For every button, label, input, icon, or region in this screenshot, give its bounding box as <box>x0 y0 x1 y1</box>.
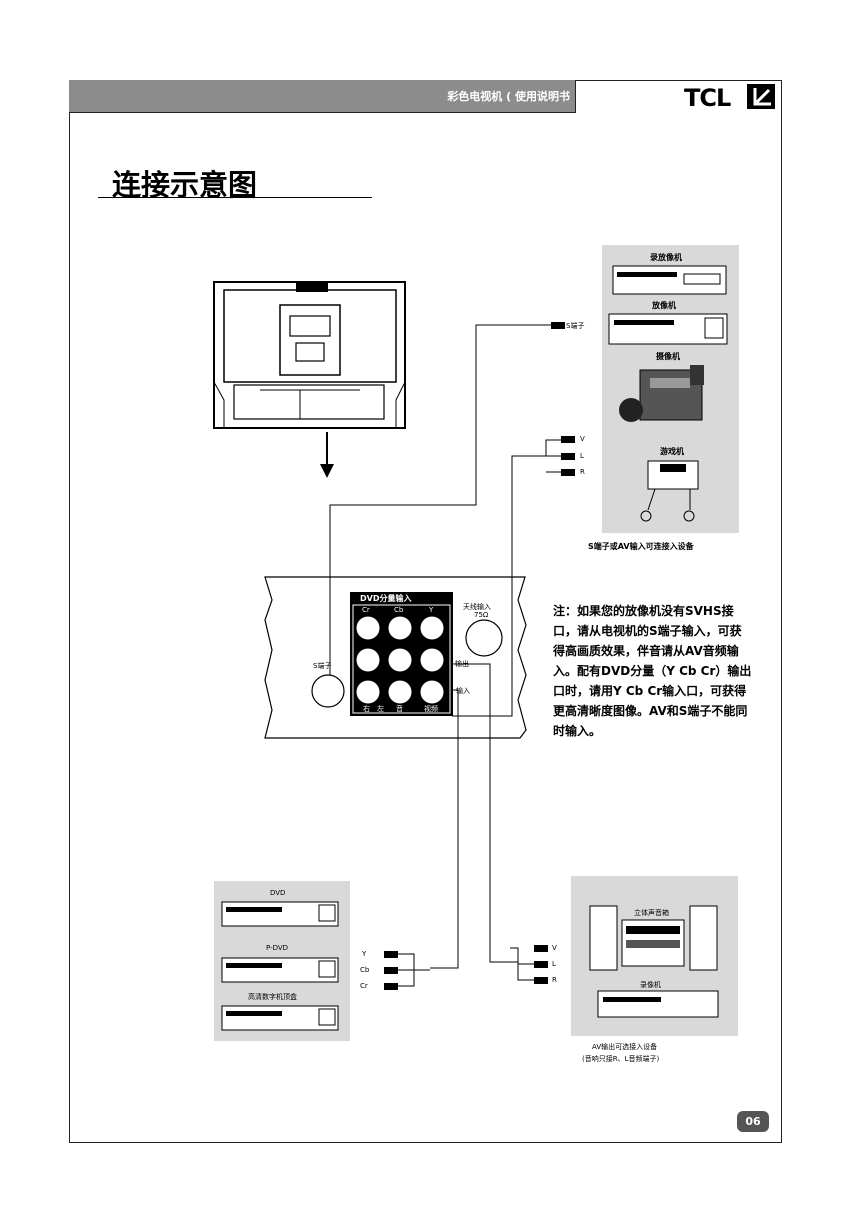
antenna-label: 天线输入 <box>463 603 491 611</box>
camcorder-label: 摄像机 <box>656 352 680 361</box>
left-audio-label: 左 <box>377 705 384 713</box>
input-label: 输入 <box>456 687 470 695</box>
dvd-input-title: DVD分量输入 <box>360 594 412 603</box>
cb-label: Cb <box>394 606 404 614</box>
component-cr-label: Cr <box>360 982 368 990</box>
pdvd-label: P-DVD <box>266 944 289 952</box>
right-audio-label: 右 <box>363 705 370 713</box>
recorder-label: 录像机 <box>640 981 661 989</box>
audio-caption-1: AV输出可选接入设备 <box>592 1043 658 1051</box>
brand-logo-icon <box>747 84 775 109</box>
video-label: 视频 <box>424 705 438 713</box>
tv-back-illustration <box>213 281 406 429</box>
source-r-label: R <box>580 468 585 476</box>
cr-label: Cr <box>362 606 370 614</box>
page-number: 06 <box>737 1111 769 1132</box>
s-terminal-label: S端子 <box>313 662 332 670</box>
stereo-label: 立体声音箱 <box>634 909 669 917</box>
antenna-ohm-label: 75Ω <box>474 611 489 619</box>
stb-label: 高清数字机顶盒 <box>248 993 297 1001</box>
video-player-label: 放像机 <box>652 301 676 310</box>
source-l-label: L <box>580 452 584 460</box>
brand-logo-text: TCL <box>684 84 731 112</box>
y-label: Y <box>429 606 434 614</box>
header-subtitle: 彩色电视机 ( 使用说明书 <box>447 90 570 103</box>
s-plug-label: S端子 <box>566 322 585 330</box>
connection-note: 注：如果您的放像机没有SVHS接口，请从电视机的S端子输入，可获得高画质效果，伴… <box>553 604 752 738</box>
source-caption: S端子或AV输入可连接入设备 <box>588 542 694 551</box>
audio-v-label: V <box>552 944 557 952</box>
dvd-label: DVD <box>270 889 286 897</box>
output-label: 输出 <box>455 660 469 668</box>
audio-r-label: R <box>552 976 557 984</box>
title-underline <box>98 197 372 198</box>
source-v-label: V <box>580 435 585 443</box>
component-y-label: Y <box>362 950 367 958</box>
page-title: 连接示意图 <box>112 168 258 202</box>
audio-l-label: L <box>552 960 556 968</box>
game-console-label: 游戏机 <box>660 447 684 456</box>
audio-label: 音 <box>396 705 403 713</box>
vcr-label: 录放像机 <box>650 253 682 262</box>
component-cb-label: Cb <box>360 966 370 974</box>
audio-caption-2: (音响只接R、L音频端子) <box>582 1055 660 1063</box>
header-bar <box>69 80 576 113</box>
